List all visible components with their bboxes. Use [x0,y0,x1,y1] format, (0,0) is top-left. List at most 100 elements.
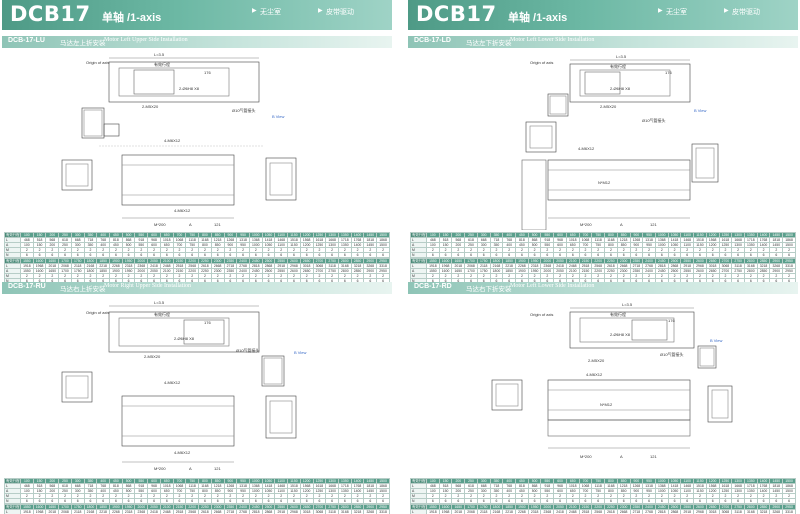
dim-121: 121 [650,222,657,227]
dim-121: 121 [214,222,221,227]
table-cell: 2218 [502,509,517,514]
dim-l: L=3.5 [616,54,627,59]
table-cell: 2218 [96,509,111,514]
table-cell: 2318 [121,509,136,514]
table-cell: 3318 [782,509,796,514]
model-title: DCB17 [10,2,91,26]
section-title-cn: 马达右下折安装 [466,286,512,293]
table-cell: 2418 [553,509,567,514]
table-cell: 3118 [731,509,745,514]
technical-drawing: L=3.5 Origin of axis 有效行程 176 2-Ø6H8 X8 … [491,302,733,459]
dim-176: 176 [668,318,675,323]
table-cell: 2668 [616,509,631,514]
actuator-side-view [121,154,235,206]
table-cell: 2968 [287,509,301,514]
dim-l: L=3.5 [154,300,165,305]
table-cell: 2168 [489,509,504,514]
page-banner: DCB17 单轴 /1-axis 无尘室 皮带驱动 [2,0,392,30]
table-cell: 3218 [350,509,365,514]
air-fitting-label: Ø10气管接头 [660,351,684,357]
screw-label-2: 4-M6X12 [174,450,191,455]
technical-drawing: L=3.5 Origin of axis 有效行程 176 2-Ø6H8 X8 … [61,300,306,471]
table-cell: 2768 [642,509,656,514]
table-cell: 2818 [248,509,263,514]
table-cell: 3268 [769,509,784,514]
table-cell: 2368 [134,509,149,514]
table-cell: 3168 [337,509,352,514]
table-cell: 1968 [438,509,453,514]
section-title-en: Motor Left Lower Side Installation [510,37,595,43]
stroke-label: 有效行程 [610,63,626,69]
table-cell: 2018 [45,509,60,514]
dim-a: A [620,222,623,227]
table-cell: 有效行程 [410,258,427,264]
table-cell: 2618 [604,509,618,514]
table-cell: 2418 [147,509,161,514]
table-cell: 2718 [223,509,238,514]
table-cell: 2768 [236,509,250,514]
table-cell: 2268 [515,509,529,514]
dim-l: L=3.5 [154,52,165,57]
screw-label-2: N*M12 [598,180,611,185]
table-cell: 2118 [476,509,491,514]
belt-drive-tag: 皮带驱动 [318,7,354,17]
motor-screw-label: 2-M5X20 [588,358,605,363]
actuator-top-view [108,61,260,103]
model-title: DCB17 [416,2,497,26]
catalog-page-left: DCB17 单轴 /1-axis 无尘室 皮带驱动 DCB-17-LU 马达左上… [2,0,392,514]
screw-label-1: 4-M6X12 [164,138,181,143]
b-view-label: B View [294,350,306,355]
axis-title: 单轴 /1-axis [508,12,568,24]
table-cell: 2468 [565,509,580,514]
section-title-en: Motor Left Lower Side Installation [510,283,595,289]
section-ld: DCB-17-LD 马达左下折安装 Motor Left Lower Side … [408,36,798,289]
section-code: DCB-17-RD [414,283,452,290]
table-cell: 有效行程 [4,504,21,510]
section-code: DCB-17-LD [414,37,451,44]
table-cell: 2718 [629,509,644,514]
dim-176: 176 [204,320,211,325]
section-lu: DCB-17-LU 马达左上折安装 Motor Left Upper Side … [2,36,392,289]
table-cell: 3068 [718,509,733,514]
section-title-cn: 马达右上折安装 [60,286,106,293]
dim-176: 176 [665,70,672,75]
pitch-label: M*200 [154,222,166,227]
table-cell: 2118 [70,509,85,514]
section-header: DCB-17-LD 马达左下折安装 Motor Left Lower Side … [408,36,798,48]
dim-121: 121 [214,466,221,471]
table-cell: 2018 [451,509,466,514]
motor-block [81,107,105,139]
table-cell: 2168 [83,509,98,514]
screw-label-2: 4-M6X12 [174,208,191,213]
catalog-page-right: DCB17 单轴 /1-axis 无尘室 皮带驱动 DCB-17-LD 马达左下… [408,0,798,514]
b-view-label: B View [272,114,284,119]
technical-drawing: L=3.5 Origin of axis 有效行程 176 2-Ø6H8 X8 … [521,54,719,230]
section-title-cn: 马达左下折安装 [466,40,512,47]
dim-a: A [620,454,623,459]
hole-label: 2-Ø6H8 X8 [610,86,631,91]
table-cell: 3268 [363,509,378,514]
origin-label: Origin of axis [86,310,109,315]
end-view [61,159,93,191]
table-cell: 2568 [591,509,606,514]
dim-176: 176 [204,70,211,75]
table-cell: 3168 [743,509,758,514]
motor-screw-label: 2-M5X20 [142,104,159,109]
table-cell: 3118 [325,509,339,514]
table-cell: 2668 [210,509,225,514]
stroke-label: 有效行程 [154,61,170,67]
